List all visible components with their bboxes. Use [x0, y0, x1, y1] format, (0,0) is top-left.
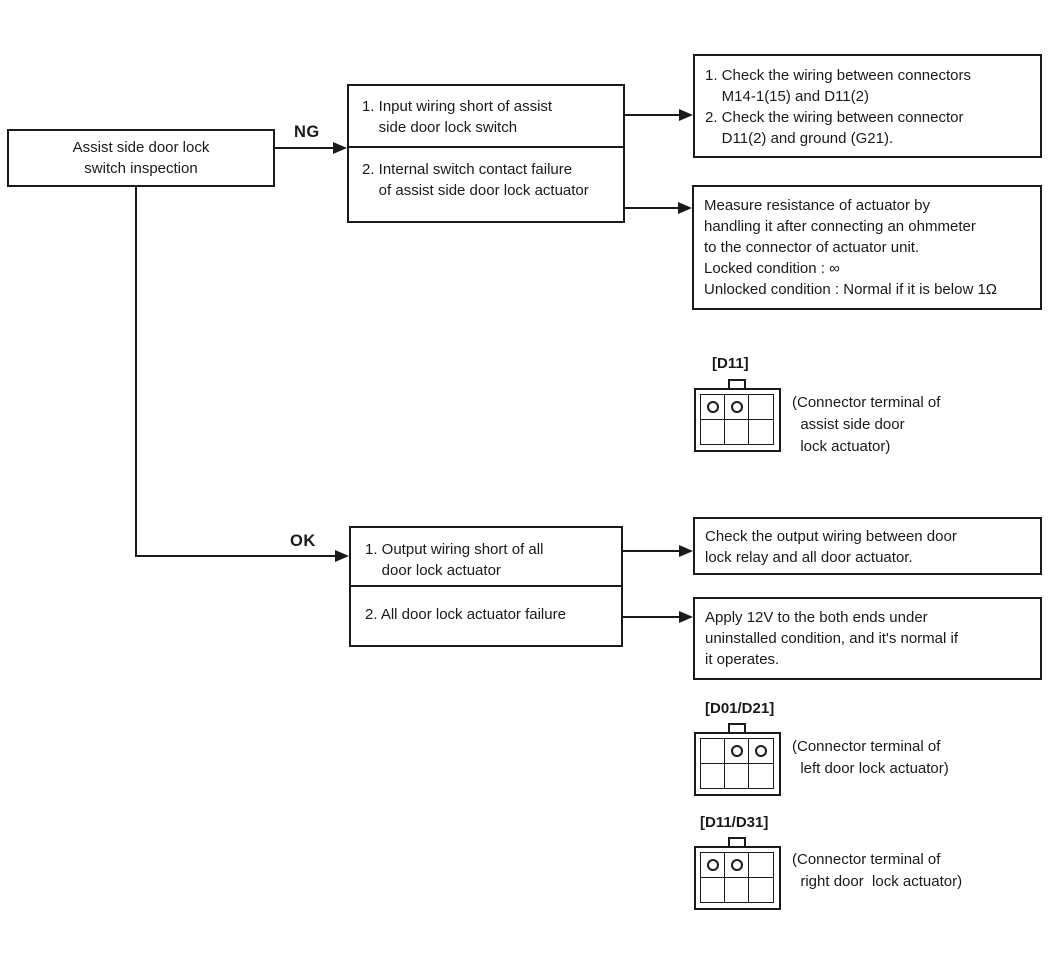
- connector-d01-d21-tab-icon: [728, 723, 746, 734]
- ng-action2-arrowhead-icon: [678, 202, 692, 214]
- ok-cause-2: 2. All door lock actuator failure: [351, 587, 621, 625]
- ng-cause-1-text: 1. Input wiring short of assist side doo…: [362, 98, 553, 136]
- ok-action1-line: [623, 550, 679, 552]
- ok-arrowhead-icon: [335, 550, 349, 562]
- ng-action-wiring-check-box: 1. Check the wiring between connectors M…: [693, 54, 1042, 158]
- ng-action2-line: [625, 207, 678, 209]
- ng-cause-2: 2. Internal switch contact failure of as…: [349, 148, 623, 201]
- ng-branch-label: NG: [294, 123, 320, 141]
- connector-d11-d31-icon: [694, 846, 781, 910]
- connector-d11-d31-tab-icon: [728, 837, 746, 848]
- ok-action-output-wiring-text: Check the output wiring between door loc…: [705, 528, 957, 566]
- connector-d11-d31-label: [D11/D31]: [700, 814, 769, 831]
- start-box-label: Assist side door lock switch inspection: [72, 139, 210, 177]
- ng-branch-line: [275, 147, 335, 149]
- ng-action-wiring-check-text: 1. Check the wiring between connectors M…: [705, 67, 971, 147]
- ok-action-output-wiring-box: Check the output wiring between door loc…: [693, 517, 1042, 575]
- ng-cause-1: 1. Input wiring short of assist side doo…: [349, 86, 623, 148]
- connector-d01-d21-label: [D01/D21]: [705, 700, 775, 717]
- ok-cause-1: 1. Output wiring short of all door lock …: [351, 528, 621, 587]
- connector-d11-caption: (Connector terminal of assist side door …: [792, 394, 941, 455]
- connector-d01-d21-icon: [694, 732, 781, 796]
- ng-arrowhead-icon: [333, 142, 347, 154]
- ng-cause-2-text: 2. Internal switch contact failure of as…: [362, 161, 589, 199]
- connector-d11-label: [D11]: [712, 355, 749, 372]
- ok-action1-arrowhead-icon: [679, 545, 693, 557]
- ok-action2-arrowhead-icon: [679, 611, 693, 623]
- ok-action2-line: [623, 616, 679, 618]
- connector-d01-d21-pin-grid: [700, 738, 774, 789]
- connector-d11-icon: [694, 388, 781, 452]
- ok-cause-2-text: 2. All door lock actuator failure: [365, 606, 566, 623]
- connector-d11-pin-grid: [700, 394, 774, 445]
- ok-causes-box: 1. Output wiring short of all door lock …: [349, 526, 623, 647]
- connector-d11-d31-pin-grid: [700, 852, 774, 903]
- connector-d11-tab-icon: [728, 379, 746, 390]
- ok-branch-vertical-line: [135, 187, 137, 557]
- connector-d01-d21-caption: (Connector terminal of left door lock ac…: [792, 738, 949, 777]
- start-box: Assist side door lock switch inspection: [7, 129, 275, 187]
- connector-d11-d31-caption: (Connector terminal of right door lock a…: [792, 851, 963, 890]
- ng-causes-box: 1. Input wiring short of assist side doo…: [347, 84, 625, 223]
- ng-action-resistance-check-text: Measure resistance of actuator by handli…: [704, 197, 998, 298]
- ng-action-resistance-check-box: Measure resistance of actuator by handli…: [692, 185, 1042, 310]
- ok-action-apply-12v-text: Apply 12V to the both ends under uninsta…: [705, 609, 959, 668]
- ng-action1-arrowhead-icon: [679, 109, 693, 121]
- ok-branch-line: [135, 555, 335, 557]
- ok-cause-1-text: 1. Output wiring short of all door lock …: [365, 541, 544, 579]
- ok-action-apply-12v-box: Apply 12V to the both ends under uninsta…: [693, 597, 1042, 680]
- ng-action1-line: [625, 114, 679, 116]
- ok-branch-label: OK: [290, 532, 316, 550]
